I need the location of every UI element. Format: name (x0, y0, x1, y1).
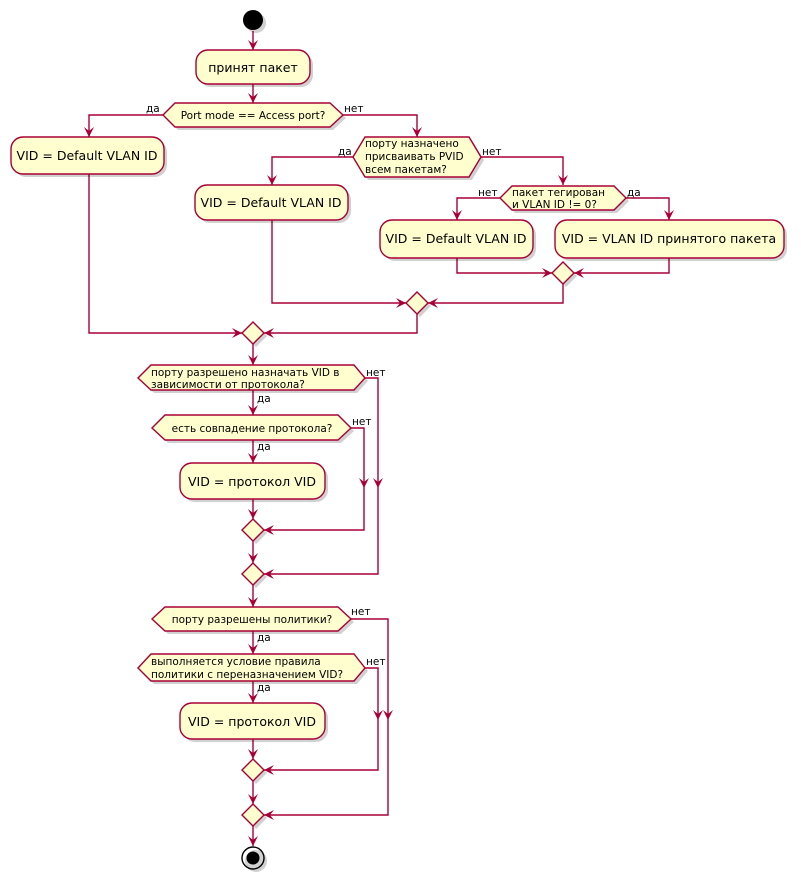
arrow-head (359, 478, 369, 488)
merge-node (551, 261, 575, 285)
decision-tagged-packet-label: пакет тегирован и VLAN ID != 0? (512, 187, 608, 211)
merge-node (241, 321, 265, 345)
action-protocol-vid-1 (179, 462, 326, 500)
arrow-head (267, 175, 277, 185)
decision-access-port (162, 102, 345, 128)
action-default-vlan-pvid-label: VID = Default VLAN ID (201, 195, 342, 210)
decision-policies-allowed (150, 606, 353, 632)
action-protocol-vid-1-label: VID = протокол VID (188, 474, 316, 489)
decision-policies-allowed-label: порту разрешены политики? (172, 614, 333, 626)
branch-label-pvid-yes: да (338, 146, 352, 158)
arrow-head (248, 644, 258, 654)
arrow-head (248, 405, 258, 415)
action-default-vlan-untagged-label: VID = Default VLAN ID (386, 231, 527, 246)
arrow-head (428, 298, 438, 308)
merge-node (405, 291, 429, 315)
action-default-vlan-access-label: VID = Default VLAN ID (17, 148, 158, 163)
decision-protocol-vid-allowed-label: порту разрешено назначать VID в зависимо… (151, 367, 343, 391)
arrow-head (452, 210, 462, 220)
branch-label-policy-allowed-no: нет (351, 606, 370, 618)
arrow-head (248, 553, 258, 563)
arrow-head (542, 268, 552, 278)
decision-access-port-label: Port mode == Access port? (181, 110, 326, 122)
action-tagged-vid-label: VID = VLAN ID принятого пакета (562, 231, 776, 246)
arrow-head (248, 453, 258, 463)
merge-node (241, 803, 265, 827)
decision-pvid-all-packets-label: порту назначено присваивать PVID всем па… (365, 138, 467, 176)
arrow-head (248, 93, 258, 103)
merge-node (241, 518, 265, 542)
branch-label-proto-allowed-yes: да (257, 393, 271, 405)
arrow-head (264, 328, 274, 338)
branch-label-pvid-no: нет (482, 146, 501, 158)
merge-node (241, 562, 265, 586)
branch-label-proto-match-no: нет (352, 416, 371, 428)
decision-pvid-all-packets (352, 136, 482, 178)
merge-node (241, 758, 265, 782)
branch-label-policy-rule-no: нет (366, 656, 385, 668)
arrow-head (373, 710, 383, 720)
decision-protocol-vid-allowed (136, 364, 366, 391)
arrow-head (396, 298, 406, 308)
arrow-head (248, 355, 258, 365)
action-receive-packet (195, 49, 311, 85)
branch-label-tagged-no: нет (478, 187, 497, 199)
decision-protocol-match (150, 414, 353, 441)
arrow-head (264, 569, 274, 579)
action-protocol-vid-2-label: VID = протокол VID (188, 714, 316, 729)
arrow-head (558, 175, 568, 185)
arrow-head (664, 210, 674, 220)
action-default-vlan-pvid (194, 184, 349, 221)
arrow-head (248, 509, 258, 519)
branch-label-access-yes: да (146, 103, 160, 115)
arrow-head (248, 749, 258, 759)
arrow-head (248, 693, 258, 703)
arrow-head (232, 328, 242, 338)
arrow-head (383, 710, 393, 720)
decision-policy-rule (137, 653, 366, 682)
arrow-head (574, 268, 584, 278)
arrow-head (264, 525, 274, 535)
branch-label-policy-allowed-yes: да (257, 632, 271, 644)
decision-policy-rule-label: выполняется условие правила политики с п… (151, 656, 343, 681)
action-protocol-vid-2 (179, 702, 326, 740)
decision-tagged-packet (499, 185, 627, 211)
arrow-head (264, 765, 274, 775)
branch-label-proto-allowed-no: нет (366, 367, 385, 379)
branch-label-policy-rule-yes: да (257, 682, 271, 694)
arrow-head (412, 127, 422, 137)
arrow-head (248, 597, 258, 607)
stop-node (241, 846, 265, 870)
arrow-heads (84, 40, 674, 846)
action-tagged-vid (554, 219, 785, 259)
arrow-head (248, 794, 258, 804)
start-node (243, 10, 263, 30)
arrow-head (373, 478, 383, 488)
action-receive-packet-label: принят пакет (208, 60, 298, 75)
branch-label-tagged-yes: да (627, 187, 641, 199)
action-default-vlan-access (10, 136, 165, 175)
arrow-head (84, 127, 94, 137)
arrow-head (248, 836, 258, 846)
action-default-vlan-untagged (379, 219, 534, 259)
branch-label-access-no: нет (344, 103, 363, 115)
branch-label-proto-match-yes: да (257, 441, 271, 453)
arrow-head (264, 810, 274, 820)
decision-protocol-match-label: есть совпадение протокола? (172, 423, 333, 435)
arrow-head (248, 40, 258, 50)
